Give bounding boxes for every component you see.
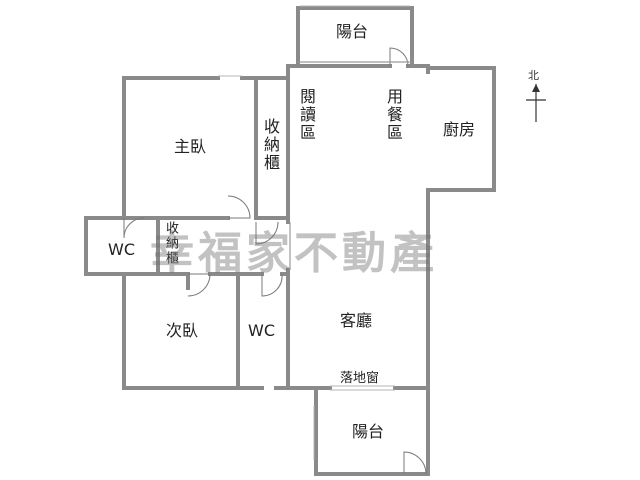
room-label-second-bedroom: 次臥	[166, 321, 199, 340]
room-label-balcony-bottom: 陽台	[352, 422, 385, 441]
room-label-dining-area: 用餐區	[384, 88, 403, 142]
room-label-balcony-top: 陽台	[336, 22, 369, 41]
room-label-reading-area: 閱讀區	[297, 88, 316, 142]
second-bedroom-walls	[122, 272, 240, 390]
room-label-kitchen: 廚房	[443, 120, 476, 139]
room-label-storage-1: 收納櫃	[261, 118, 280, 172]
door-swings	[123, 47, 427, 475]
room-label-master-bedroom: 主臥	[174, 137, 207, 156]
balcony-bottom-walls	[313, 386, 430, 476]
wc-left-walls	[84, 216, 160, 276]
wc-mid-walls	[236, 272, 290, 390]
interior-guides	[289, 61, 412, 270]
room-label-wc-mid: WC	[248, 321, 275, 340]
storage-1-walls	[254, 76, 290, 220]
room-label-french-window: 落地窗	[340, 371, 380, 386]
north-arrow-icon	[526, 84, 546, 122]
room-label-wc-left: WC	[108, 240, 135, 259]
balcony-top-walls	[296, 5, 414, 64]
kitchen-walls	[426, 66, 496, 192]
room-label-living-room: 客廳	[340, 311, 373, 330]
room-label-storage-2: 收納櫃	[163, 221, 178, 266]
watermark-text: 幸福家不動產	[150, 228, 438, 279]
north-label: 北	[528, 69, 539, 82]
